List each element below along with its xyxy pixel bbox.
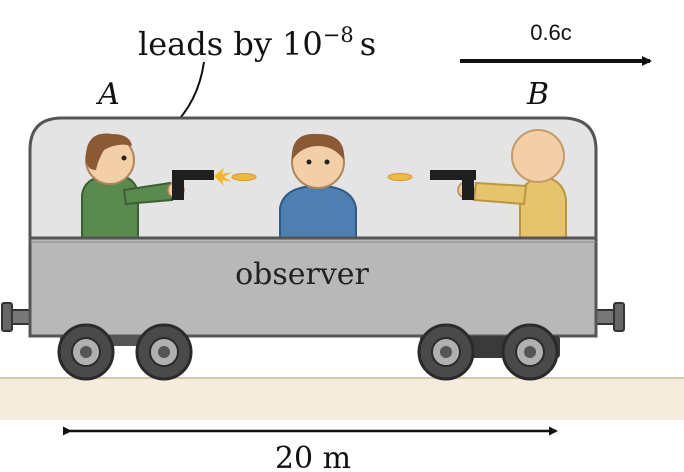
right-coupler	[593, 302, 625, 332]
person-a	[81, 133, 185, 239]
left-bogie	[57, 323, 193, 381]
right-bogie	[417, 323, 560, 381]
car-label: observer	[235, 257, 369, 292]
car-body	[28, 236, 598, 338]
bullet-b-icon	[387, 173, 413, 181]
left-coupler	[1, 302, 33, 332]
label-b: B	[526, 77, 549, 112]
gun-a-icon	[172, 170, 214, 200]
length-label: 20 m	[275, 441, 351, 472]
ground	[0, 378, 684, 420]
velocity-label: 0.6c	[530, 20, 572, 45]
gun-b-icon	[430, 170, 476, 200]
label-a: A	[95, 77, 120, 112]
muzzle-flash-icon	[214, 168, 232, 186]
bullet-a-icon	[231, 173, 257, 181]
observer-person	[279, 133, 357, 239]
